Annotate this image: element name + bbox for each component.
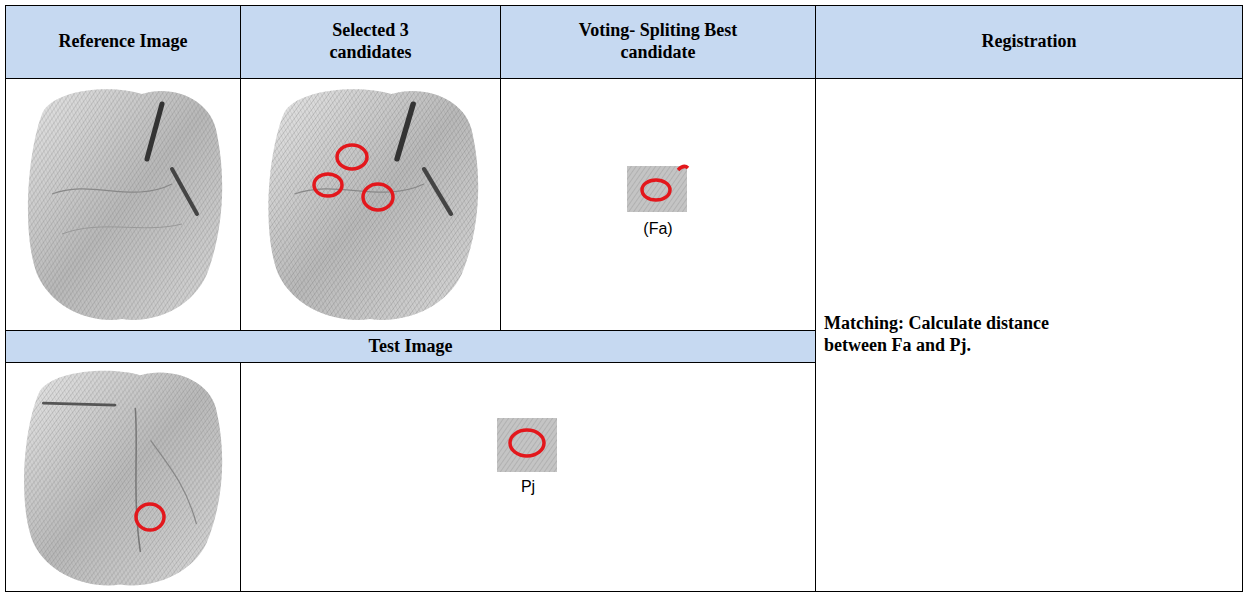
test-palmprint bbox=[24, 371, 222, 586]
header-cell: Test Image bbox=[5, 330, 816, 363]
header-cell: Reference Image bbox=[5, 5, 241, 79]
candidate-palmprint bbox=[268, 89, 478, 320]
pj-thumbnail bbox=[497, 418, 557, 472]
image-label-cell: Pj bbox=[240, 362, 816, 592]
cell-text: Voting- Spliting Best candidate bbox=[553, 20, 763, 63]
candidate-circles bbox=[314, 145, 393, 210]
cell-text: Pj bbox=[521, 477, 535, 496]
header-cell: Selected 3 candidates bbox=[240, 5, 501, 79]
header-cell: Registration bbox=[815, 5, 1243, 79]
header-cell: Voting- Spliting Best candidate bbox=[500, 5, 816, 79]
cell-text: Registration bbox=[982, 31, 1077, 53]
table-grid bbox=[5, 5, 1243, 592]
fa-thumbnail bbox=[627, 166, 688, 212]
cell-text: Test Image bbox=[369, 336, 453, 358]
reference-palmprint bbox=[28, 89, 222, 320]
cell-text: Reference Image bbox=[58, 31, 187, 53]
cell-text: (Fa) bbox=[643, 219, 672, 238]
image-label-cell: (Fa) bbox=[500, 78, 816, 331]
test-circle bbox=[136, 504, 164, 530]
cell-text: Matching: Calculate distance between Fa … bbox=[824, 313, 1064, 356]
description-cell: Matching: Calculate distance between Fa … bbox=[815, 78, 1243, 592]
cell-text: Selected 3 candidates bbox=[301, 20, 441, 63]
